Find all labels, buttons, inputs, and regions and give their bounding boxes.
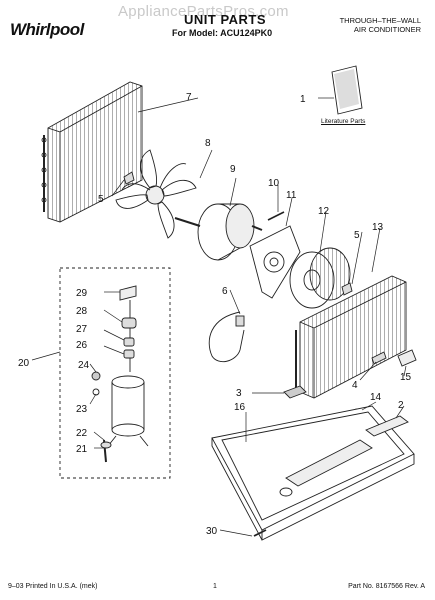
callout-30: 30 bbox=[206, 526, 218, 537]
callout-23: 23 bbox=[76, 404, 88, 415]
literature-label: Literature Parts bbox=[321, 118, 366, 125]
clip-upper bbox=[123, 171, 135, 185]
drain-pad bbox=[283, 385, 307, 399]
leader-lines bbox=[31, 97, 407, 537]
callout-4: 4 bbox=[352, 380, 358, 391]
callout-20: 20 bbox=[18, 358, 30, 369]
footer-part-number: Part No. 8167566 Rev. A bbox=[348, 583, 425, 590]
callout-28: 28 bbox=[76, 306, 88, 317]
literature-booklet bbox=[331, 65, 363, 115]
callout-10: 10 bbox=[268, 178, 280, 189]
callout-27: 27 bbox=[76, 324, 88, 335]
callout-7: 7 bbox=[186, 92, 192, 103]
sensor-clip bbox=[371, 351, 387, 365]
watermark: AppliancePartsPros.com bbox=[118, 3, 289, 20]
evaporator-coil bbox=[295, 275, 407, 399]
callout-24: 24 bbox=[78, 360, 90, 371]
compressor-assembly bbox=[91, 285, 149, 463]
base-pan bbox=[211, 405, 415, 541]
callout-29: 29 bbox=[76, 288, 88, 299]
callout-22: 22 bbox=[76, 428, 88, 439]
motor-mount-bracket bbox=[249, 225, 301, 299]
callout-12: 12 bbox=[318, 206, 330, 217]
callout-5-right: 5 bbox=[354, 230, 360, 241]
callout-5-left: 5 bbox=[98, 194, 104, 205]
callout-26: 26 bbox=[76, 340, 88, 351]
fan-blade bbox=[115, 149, 197, 239]
footer-page-number: 1 bbox=[213, 583, 217, 590]
product-line-1: THROUGH–THE–WALL bbox=[339, 16, 421, 25]
callout-numbers: 1 2 3 4 5 5 6 7 8 9 10 11 12 13 14 15 16… bbox=[18, 92, 412, 537]
callout-8: 8 bbox=[205, 138, 211, 149]
callout-1: 1 bbox=[300, 94, 306, 105]
callout-13: 13 bbox=[372, 222, 384, 233]
screw-bottom bbox=[253, 529, 267, 537]
page-title: UNIT PARTS bbox=[184, 12, 267, 27]
footer-print-info: 9–03 Printed In U.S.A. (mek) bbox=[8, 583, 98, 590]
callout-15: 15 bbox=[400, 372, 412, 383]
product-description: THROUGH–THE–WALL AIR CONDITIONER bbox=[301, 16, 421, 34]
partition-plate bbox=[365, 415, 409, 437]
callout-11: 11 bbox=[286, 190, 297, 201]
callout-9: 9 bbox=[230, 164, 236, 175]
compressor-group-box bbox=[59, 267, 171, 479]
callout-16: 16 bbox=[234, 402, 246, 413]
callout-3: 3 bbox=[236, 388, 242, 399]
blower-wheel bbox=[289, 247, 351, 309]
fan-motor bbox=[174, 203, 263, 261]
wire-harness bbox=[208, 311, 245, 363]
callout-14: 14 bbox=[370, 392, 382, 403]
product-line-2: AIR CONDITIONER bbox=[353, 25, 421, 34]
bracket-small bbox=[397, 349, 417, 367]
model-line: For Model: ACU124PK0 bbox=[172, 28, 273, 38]
callout-2: 2 bbox=[398, 400, 404, 411]
callout-6: 6 bbox=[222, 286, 228, 297]
brand-logo: Whirlpool bbox=[10, 20, 84, 39]
screw bbox=[267, 211, 285, 221]
callout-21: 21 bbox=[76, 444, 88, 455]
condenser-coil bbox=[41, 81, 143, 223]
clip-right bbox=[341, 282, 353, 296]
